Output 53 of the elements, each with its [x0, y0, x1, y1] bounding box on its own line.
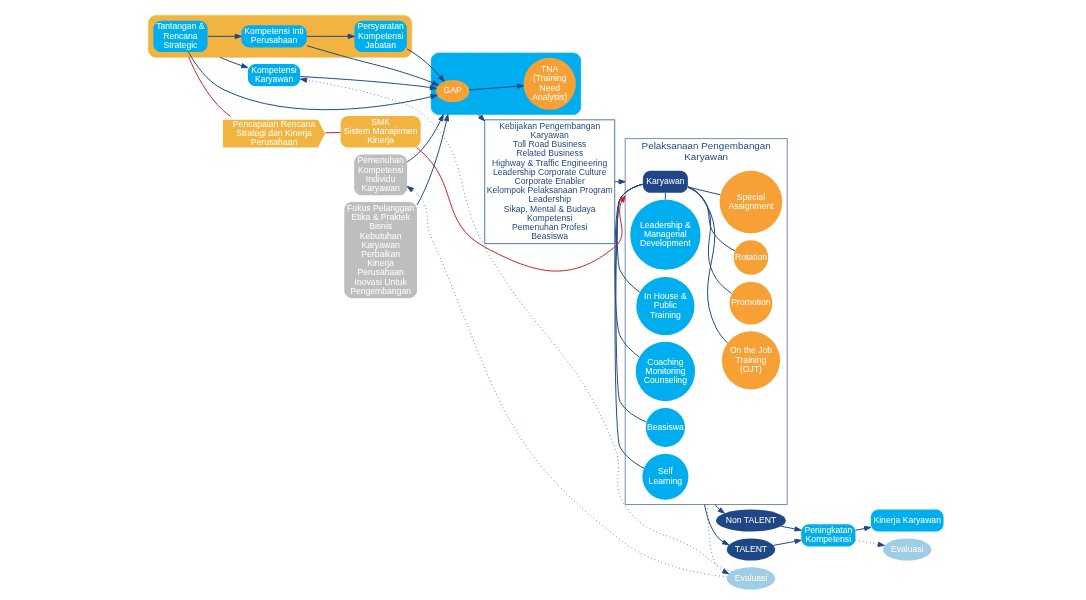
arrow [468, 83, 524, 91]
arrow [219, 56, 248, 69]
arrow [206, 33, 242, 39]
connector [687, 187, 735, 252]
arrow [415, 147, 626, 272]
node-box: Kompetensi Karyawan [247, 64, 300, 87]
connector [664, 192, 666, 200]
node-ellipse: Evaluasi [726, 567, 775, 590]
connector [686, 186, 732, 294]
node-box: Tantangan & Rencana Strategic [152, 20, 208, 53]
node-box: Karyawan [642, 170, 688, 193]
node-circle: Leadership & Managerial Development [629, 199, 701, 270]
arrow [477, 114, 485, 122]
connector [324, 132, 341, 134]
arrow [187, 51, 438, 111]
arrow [406, 186, 727, 578]
arrow [416, 114, 449, 206]
node-circle: Promotion [729, 281, 772, 325]
arrow [703, 504, 729, 546]
node-box: Kompetensi Inti Perusahaan [240, 25, 307, 48]
arrow [305, 45, 439, 86]
node-circle: On the Job Training (OJT) [721, 331, 780, 390]
node-box: Pemenuhan Kompetensi Individu Karyawan [353, 154, 407, 196]
arrow [706, 504, 729, 575]
arrow [299, 76, 437, 91]
node-box: Peningkatan Kompetensi [800, 524, 855, 547]
node-box: SMK Sistem Manajemen Kinerja [340, 116, 421, 148]
node-circle: Rotation [733, 240, 768, 275]
node-ellipse: GAP [435, 80, 469, 103]
node-box: Persyaratan Kompetensi Jabatan [353, 20, 407, 53]
node-circle: Self Learning [641, 453, 688, 500]
node-box: Kinerja Karyawan [870, 509, 944, 532]
node-ellipse: TALENT [726, 538, 775, 561]
connector [187, 56, 231, 117]
node-circle: Special Assignment [719, 170, 782, 234]
arrow [714, 504, 725, 514]
arrow [305, 33, 355, 39]
arrow [772, 538, 802, 546]
arrow [406, 48, 445, 82]
node-circle: Coaching Monitoring Counseling [635, 341, 695, 402]
cluster [147, 15, 412, 58]
arrow [854, 539, 885, 547]
node-circle: In House & Public Training [635, 277, 694, 336]
arrow [406, 114, 444, 163]
connector [687, 186, 728, 344]
arrow [854, 525, 871, 532]
node-circle: Beasiswa [645, 407, 685, 448]
node-ellipse: Evaluasi [882, 538, 931, 561]
node-box: Kebijakan Pengembangan Karyawan Toll Road Business Related Business Highway & Traffic Engineering Leadership Corporate Culture Corporate Enabler Kelompok Pelaksanaan Program Leadership Sikap, Mental & Budaya Kompetensi Pemenuhan Profesi Beasiswa [483, 119, 615, 244]
node-circle: TNA (Training Need Analysis) [523, 57, 576, 110]
arrow [780, 525, 802, 532]
connector [686, 186, 721, 196]
node-box: Fokus Pelanggan Etika & Praktek Bisnis Kebutuhan Karyawan Perbaikan Kinerja Perusahaan Inovasi Untuk Pengembangan [343, 202, 417, 299]
